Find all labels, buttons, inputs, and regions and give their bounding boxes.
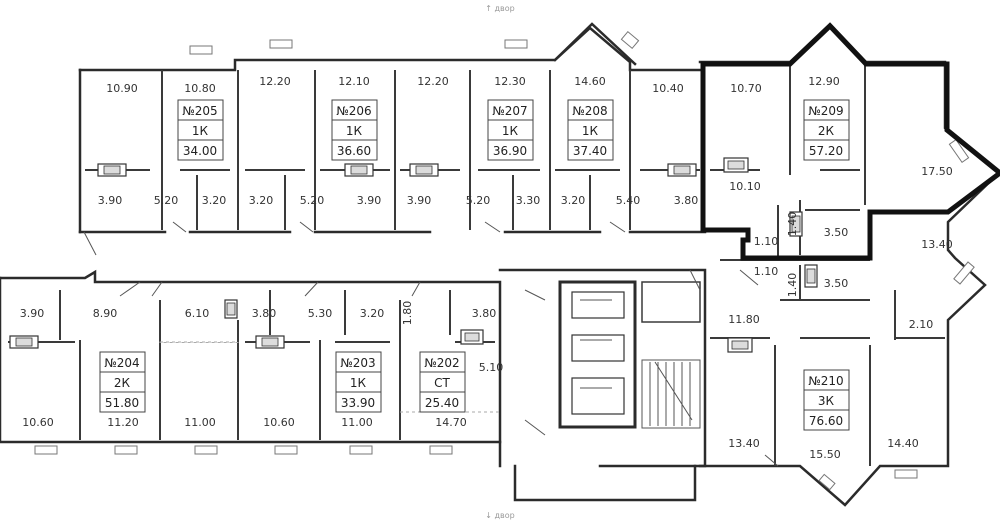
apartment-cards: №205 1К 34.00 №206 1К 36.60 №207 1К 36.9… — [99, 99, 850, 431]
room-area: 10.60 — [22, 416, 54, 429]
apartment-type: 1К — [346, 124, 363, 138]
room-area: 10.80 — [184, 82, 216, 95]
apartment-card-206[interactable]: №206 1К 36.60 — [331, 99, 378, 161]
room-area: 3.20 — [360, 307, 385, 320]
apartment-card-203[interactable]: №203 1К 33.90 — [335, 351, 382, 413]
apartment-area: 34.00 — [183, 144, 217, 158]
room-area: 13.40 — [728, 437, 760, 450]
right-wing — [698, 22, 1000, 507]
apartment-area: 36.90 — [493, 144, 527, 158]
apartment-area: 51.80 — [105, 396, 139, 410]
apartment-number: №205 — [182, 104, 217, 118]
apartment-card-210[interactable]: №210 3К 76.60 — [803, 369, 850, 431]
apartment-type: 2К — [114, 376, 131, 390]
apartment-number: №207 — [492, 104, 527, 118]
room-area: 3.80 — [674, 194, 699, 207]
apartment-area: 36.60 — [337, 144, 371, 158]
room-area: 11.20 — [107, 416, 139, 429]
apartment-number: №206 — [336, 104, 371, 118]
room-area: 3.20 — [202, 194, 227, 207]
room-area: 5.20 — [154, 194, 179, 207]
selected-apartment-outline — [700, 22, 1000, 261]
apartment-type: 1К — [582, 124, 599, 138]
room-area: 12.20 — [417, 75, 449, 88]
room-area: 8.90 — [93, 307, 118, 320]
room-area: 3.50 — [824, 277, 849, 290]
room-area: 12.10 — [338, 75, 370, 88]
room-area: 10.60 — [263, 416, 295, 429]
room-area: 5.30 — [308, 307, 333, 320]
apartment-number: №209 — [808, 104, 843, 118]
room-area: 1.10 — [754, 265, 779, 278]
apartment-area: 25.40 — [425, 396, 459, 410]
room-area: 3.80 — [252, 307, 277, 320]
orientation-top: ↑ двор — [485, 4, 514, 13]
apartment-area: 37.40 — [573, 144, 607, 158]
room-area: 11.00 — [341, 416, 373, 429]
room-area-labels: 10.90 10.80 12.20 12.10 12.20 12.30 14.6… — [20, 75, 953, 461]
room-area: 3.90 — [407, 194, 432, 207]
room-area: 3.30 — [516, 194, 541, 207]
room-area: 11.80 — [728, 313, 760, 326]
apartment-type: 1К — [502, 124, 519, 138]
apartment-type: 3К — [818, 394, 835, 408]
apartment-area: 76.60 — [809, 414, 843, 428]
room-area: 10.10 — [729, 180, 761, 193]
room-area: 12.30 — [494, 75, 526, 88]
apartment-number: №203 — [340, 356, 375, 370]
apartment-type: 1К — [350, 376, 367, 390]
apartment-area: 33.90 — [341, 396, 375, 410]
top-wing — [78, 22, 707, 256]
room-area: 3.90 — [98, 194, 123, 207]
room-area: 11.00 — [184, 416, 216, 429]
room-area: 12.20 — [259, 75, 291, 88]
room-area: 1.40 — [786, 273, 799, 298]
room-area: 5.20 — [300, 194, 325, 207]
room-area: 2.10 — [909, 318, 934, 331]
apartment-card-208[interactable]: №208 1К 37.40 — [567, 99, 614, 161]
room-area: 15.50 — [809, 448, 841, 461]
orientation-bottom: ↓ двор — [485, 511, 514, 520]
room-area: 10.70 — [730, 82, 762, 95]
room-area: 14.70 — [435, 416, 467, 429]
room-area: 3.20 — [561, 194, 586, 207]
apartment-number: №202 — [424, 356, 459, 370]
apartment-number: №210 — [808, 374, 843, 388]
room-area: 6.10 — [185, 307, 210, 320]
apartment-area: 57.20 — [809, 144, 843, 158]
apartment-type: 2К — [818, 124, 835, 138]
building-core — [498, 268, 707, 502]
room-area: 14.60 — [574, 75, 606, 88]
room-area: 3.90 — [357, 194, 382, 207]
room-area: 1.10 — [754, 235, 779, 248]
room-area: 13.40 — [921, 238, 953, 251]
apartment-type: 1К — [192, 124, 209, 138]
apartment-number: №208 — [572, 104, 607, 118]
apartment-card-209[interactable]: №209 2К 57.20 — [803, 99, 850, 161]
bottom-wing — [0, 269, 546, 468]
apartment-card-207[interactable]: №207 1К 36.90 — [487, 99, 534, 161]
room-area: 3.20 — [249, 194, 274, 207]
room-area: 10.40 — [652, 82, 684, 95]
apartment-card-204[interactable]: №204 2К 51.80 — [99, 351, 146, 413]
room-area: 3.80 — [472, 307, 497, 320]
room-area: 5.10 — [479, 361, 504, 374]
room-area: 3.90 — [20, 307, 45, 320]
room-area: 5.20 — [466, 194, 491, 207]
apartment-card-202[interactable]: №202 СТ 25.40 — [419, 351, 466, 413]
apartment-number: №204 — [104, 356, 139, 370]
room-area: 12.90 — [808, 75, 840, 88]
room-area: 17.50 — [921, 165, 953, 178]
room-area: 1.80 — [401, 301, 414, 326]
room-area: 10.90 — [106, 82, 138, 95]
room-area: 5.40 — [616, 194, 641, 207]
room-area: 3.50 — [824, 226, 849, 239]
apartment-type: СТ — [434, 376, 450, 390]
apartment-card-205[interactable]: №205 1К 34.00 — [177, 99, 224, 161]
room-area: 1.40 — [786, 212, 799, 237]
room-area: 14.40 — [887, 437, 919, 450]
